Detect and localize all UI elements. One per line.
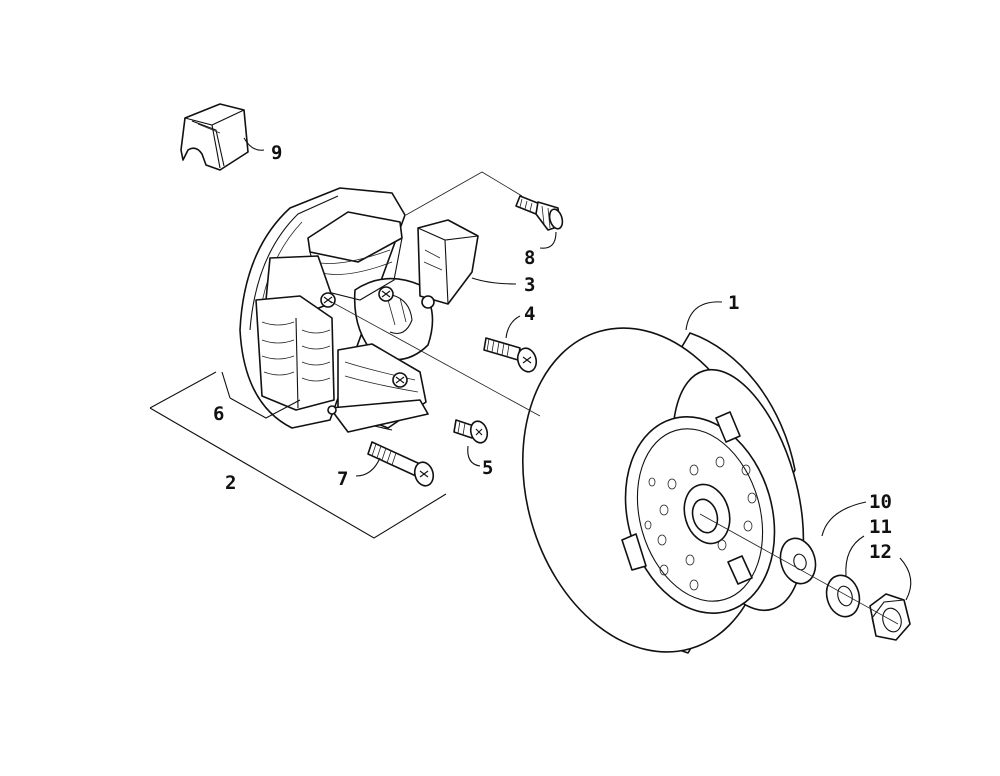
callout-3: 3 [524,274,535,296]
part-10-washer [779,537,817,585]
part-8-bolt [515,195,564,231]
leader-lines [149,137,912,601]
part-1-flywheel [521,327,805,654]
callout-1: 1 [728,292,739,314]
callout-10: 10 [869,491,892,513]
callout-9: 9 [271,142,282,164]
callout-6: 6 [213,403,224,425]
part-11-lock-washer [825,574,861,618]
callout-2: 2 [225,472,236,494]
part-9-cushion [180,103,249,171]
callout-4: 4 [524,303,535,325]
part-12-nut [869,593,911,641]
callout-7: 7 [337,468,348,490]
part-7-screw [367,441,435,487]
part-2-clutch-assembly [239,187,479,433]
callout-5: 5 [482,457,493,479]
callout-11: 11 [869,516,892,538]
callout-8: 8 [524,247,535,269]
callout-12: 12 [869,541,892,563]
part-4-screw [483,337,538,373]
part-5-screw [453,419,489,444]
assembly-lines [327,171,899,625]
